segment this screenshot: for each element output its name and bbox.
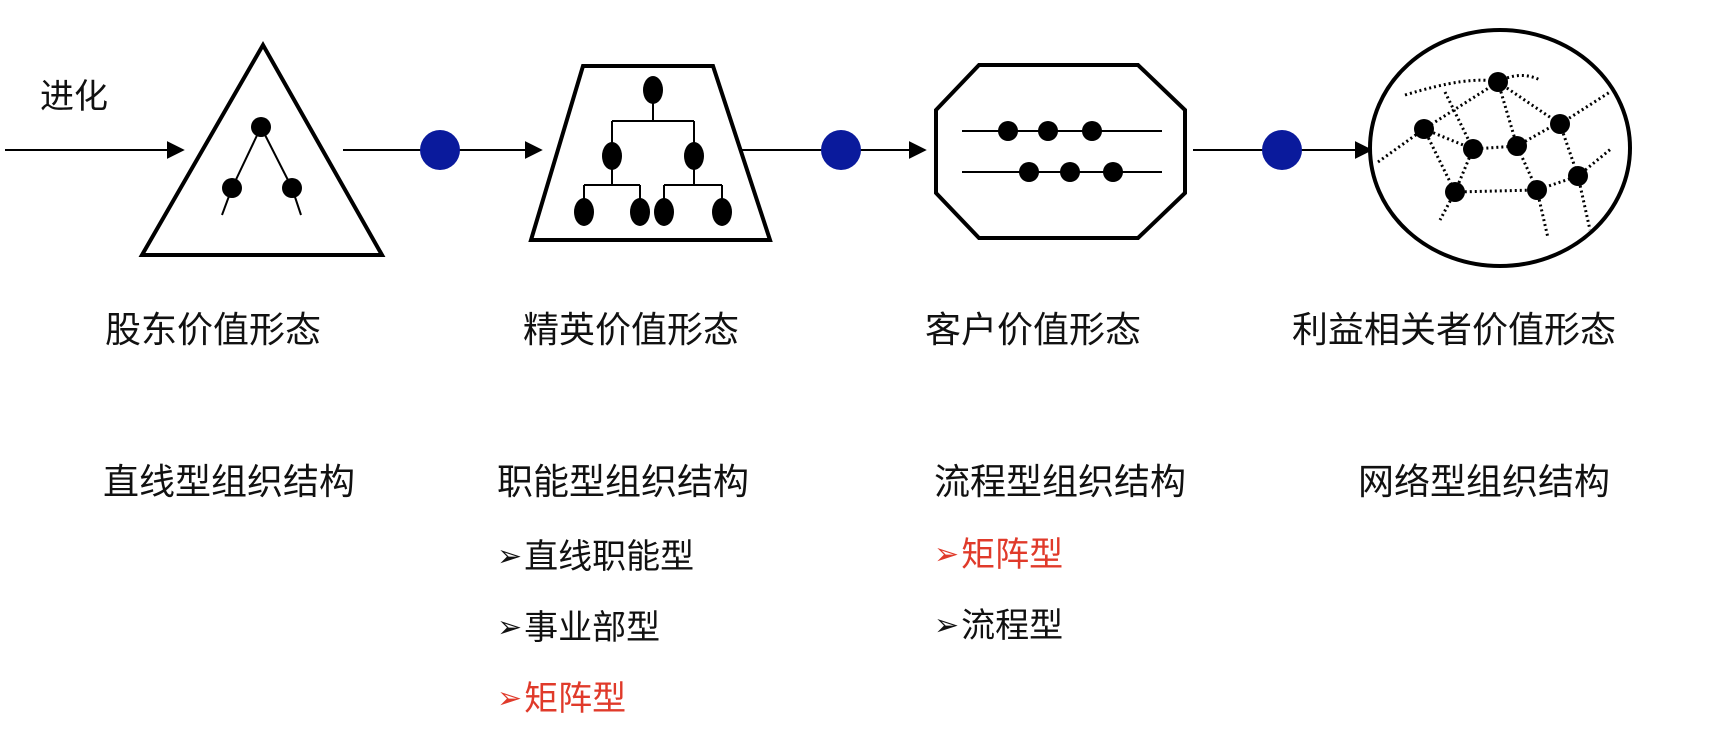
circle-network-icon [1368, 28, 1632, 268]
subtype-item: ➢ 事业部型 [497, 611, 660, 645]
subtype-label: 矩阵型 [961, 535, 1064, 575]
subtype-label: 直线职能型 [524, 537, 695, 577]
connector-dot [821, 130, 861, 170]
connector-dot [1262, 130, 1302, 170]
trapezoid-org-chart-icon [528, 64, 773, 242]
subtype-label: 流程型 [961, 606, 1064, 646]
org-structure-label-1: 直线型组织结构 [103, 462, 356, 503]
triangle-hierarchy-icon [138, 40, 386, 257]
subtype-label: 事业部型 [524, 608, 661, 648]
octagon-process-lines-icon [934, 63, 1187, 240]
bullet-arrow-icon: ➢ [497, 539, 523, 574]
value-form-label-4: 利益相关者价值形态 [1292, 310, 1617, 351]
org-structure-label-2: 职能型组织结构 [497, 462, 750, 503]
connector-dot [420, 130, 460, 170]
subtype-item-highlight: ➢ 矩阵型 [934, 538, 1063, 572]
value-form-label-1: 股东价值形态 [105, 310, 322, 351]
subtype-item: ➢ 流程型 [934, 609, 1063, 643]
subtype-label: 矩阵型 [524, 679, 627, 719]
evolution-label: 进化 [40, 77, 108, 117]
value-form-label-2: 精英价值形态 [523, 310, 740, 351]
bullet-arrow-icon: ➢ [497, 610, 523, 645]
subtype-item-highlight: ➢ 矩阵型 [497, 682, 626, 716]
org-structure-label-3: 流程型组织结构 [934, 462, 1187, 503]
org-structure-label-4: 网络型组织结构 [1358, 462, 1611, 503]
bullet-arrow-icon: ➢ [497, 681, 523, 716]
bullet-arrow-icon: ➢ [934, 537, 960, 572]
subtype-item: ➢ 直线职能型 [497, 540, 694, 574]
bullet-arrow-icon: ➢ [934, 608, 960, 643]
value-form-label-3: 客户价值形态 [925, 310, 1142, 351]
